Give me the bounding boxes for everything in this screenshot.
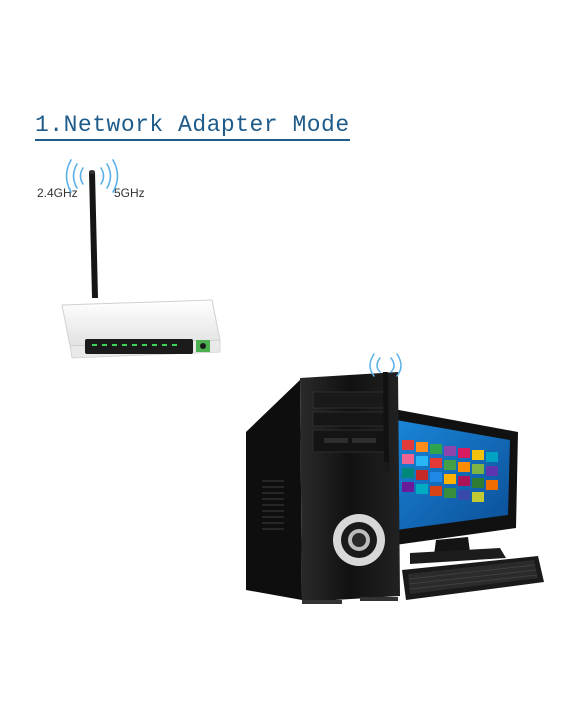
antenna-icon <box>89 172 98 298</box>
start-screen-tiles <box>402 440 498 502</box>
adapter-antenna-icon <box>383 372 389 470</box>
keyboard <box>402 556 544 600</box>
router-front-panel <box>85 339 193 354</box>
pc-tower <box>246 353 402 604</box>
band-label-2-4ghz: 2.4GHz <box>37 186 78 200</box>
router <box>61 159 221 359</box>
adapter-wifi-signal-icon <box>369 353 402 377</box>
drive-bay <box>312 391 388 409</box>
monitor <box>388 408 518 564</box>
wifi-signal-icon <box>65 159 119 193</box>
router-led-row <box>92 344 177 346</box>
page-title: 1.Network Adapter Mode <box>35 112 350 141</box>
band-label-5ghz: 5GHz <box>114 186 145 200</box>
